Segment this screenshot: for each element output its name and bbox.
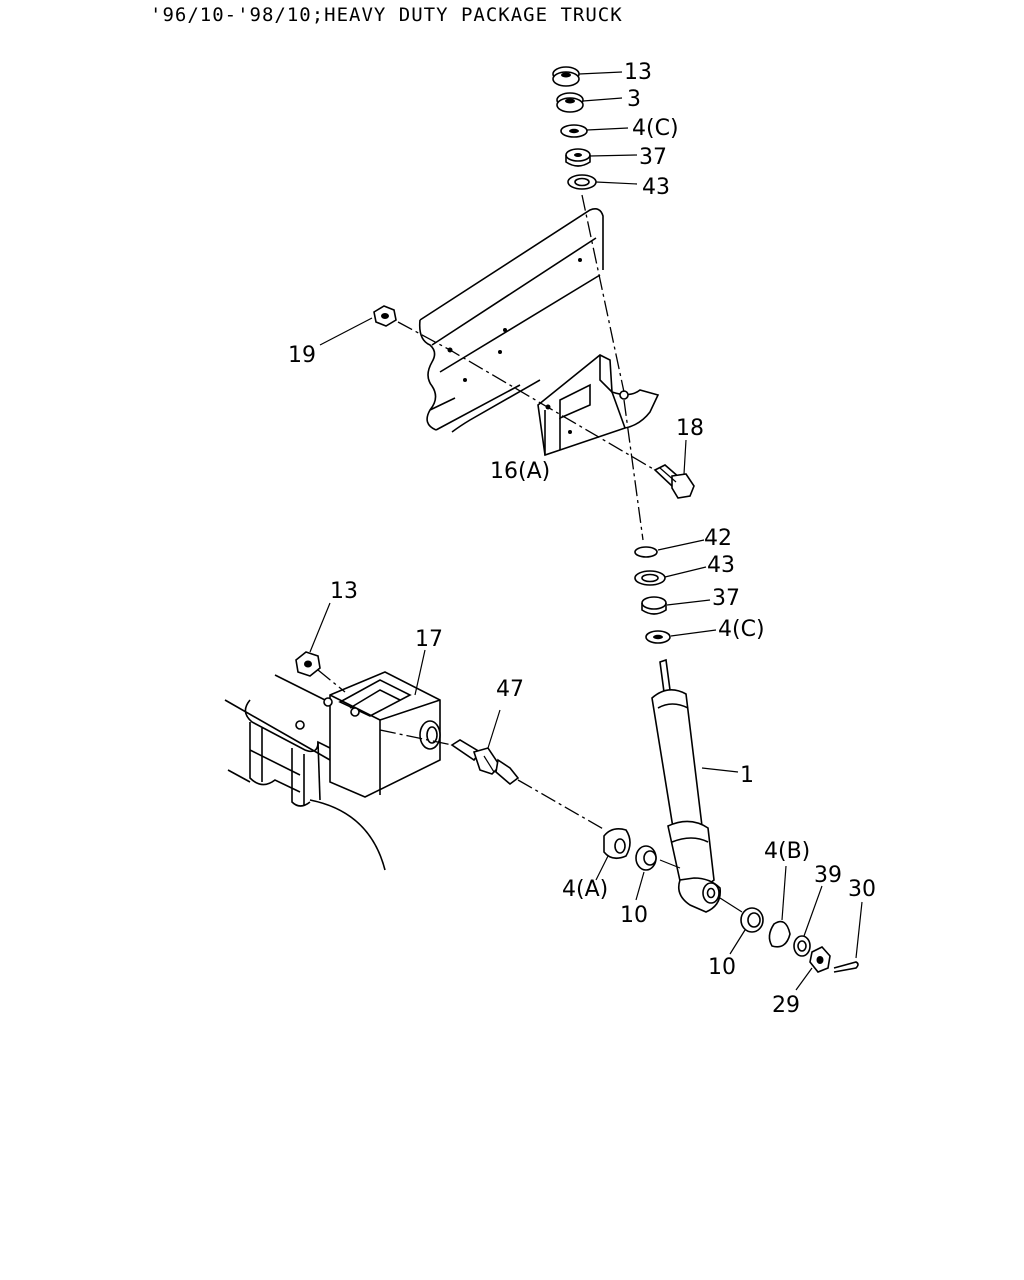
washer-39-icon	[793, 935, 811, 957]
frame-rail-upper	[418, 208, 604, 433]
washer-4c-mid-icon	[645, 630, 671, 644]
cotter-pin-30-icon	[833, 961, 859, 973]
callout-17: 17	[415, 627, 443, 652]
callout-4b: 4(B)	[764, 839, 810, 864]
callout-43-mid: 43	[707, 553, 735, 578]
shock-absorber-1	[651, 658, 722, 913]
retainer-43-mid-icon	[634, 570, 666, 586]
callout-42: 42	[704, 526, 732, 551]
callout-39: 39	[814, 863, 842, 888]
callout-10-left: 10	[620, 903, 648, 928]
lower-bracket-17	[329, 671, 441, 798]
callout-4c-top: 4(C)	[632, 116, 679, 141]
callout-19: 19	[288, 343, 316, 368]
callout-13-left: 13	[330, 579, 358, 604]
washer-42-icon	[634, 546, 658, 558]
callout-18: 18	[676, 416, 704, 441]
nut-13-top-icon	[552, 66, 580, 87]
diagram-title: '96/10-'98/10;HEAVY DUTY PACKAGE TRUCK	[150, 4, 623, 26]
callout-43-top: 43	[642, 175, 670, 200]
callout-47: 47	[496, 677, 524, 702]
bushing-4a-icon	[603, 828, 631, 860]
callout-10-right: 10	[708, 955, 736, 980]
nut-13-left-icon	[295, 651, 321, 677]
callout-30: 30	[848, 877, 876, 902]
callout-16a: 16(A)	[490, 459, 550, 484]
leaf-spring-shackle	[224, 674, 386, 871]
callout-4c-mid: 4(C)	[718, 617, 765, 642]
mid-hardware-stack	[634, 539, 717, 644]
mount-pin-47-icon	[450, 739, 520, 786]
callout-3: 3	[627, 87, 641, 112]
bolt-18-icon	[653, 464, 695, 499]
bushing-10-right-icon	[740, 907, 764, 933]
callout-29: 29	[772, 993, 800, 1018]
retainer-43-top-icon	[567, 174, 597, 190]
callout-37-mid: 37	[712, 586, 740, 611]
nut-19-icon	[373, 305, 397, 327]
nut-29-icon	[809, 946, 831, 973]
callout-1: 1	[740, 763, 754, 788]
callout-4a: 4(A)	[562, 877, 608, 902]
bushing-10-left-icon	[635, 845, 657, 871]
bushing-37-top-icon	[565, 148, 591, 167]
upper-bracket-16a	[537, 354, 660, 457]
bushing-37-mid-icon	[641, 596, 667, 615]
callout-37-top: 37	[639, 145, 667, 170]
top-hardware-stack	[552, 66, 644, 541]
callout-13-top: 13	[624, 60, 652, 85]
washer-4b-icon	[768, 920, 791, 948]
nut-3-icon	[556, 92, 584, 113]
washer-4c-top-icon	[560, 124, 588, 138]
